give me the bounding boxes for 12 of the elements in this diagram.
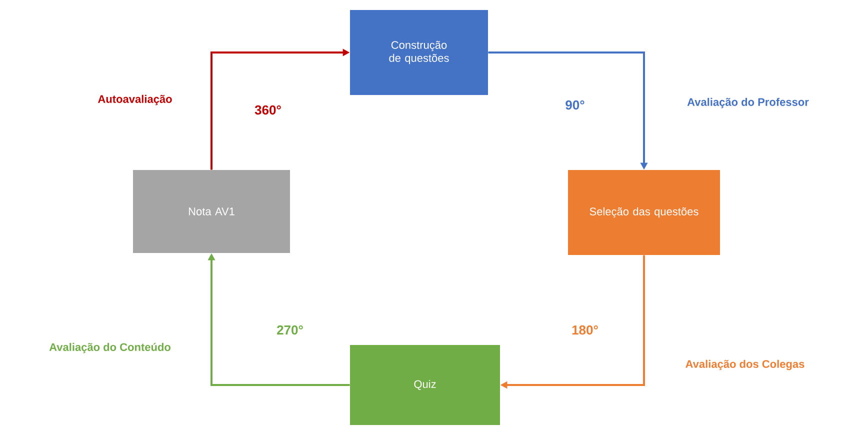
edge-label: Avaliação do Professor: [687, 98, 809, 108]
angle-label: 180°: [572, 325, 598, 335]
process-box: Construção de questões: [350, 10, 488, 95]
process-box: Seleção das questões: [568, 170, 720, 255]
process-box: Quiz: [350, 345, 500, 425]
angle-label: 360°: [254, 105, 281, 115]
edge-label: Avaliação dos Colegas: [686, 360, 804, 370]
edge-label: Autoavaliação: [98, 94, 172, 106]
edge-label: Avaliação do Conteúdo: [49, 342, 170, 354]
angle-label: 90°: [566, 100, 584, 110]
angle-label: 270°: [277, 325, 303, 335]
process-box: Nota AV1: [133, 170, 290, 253]
